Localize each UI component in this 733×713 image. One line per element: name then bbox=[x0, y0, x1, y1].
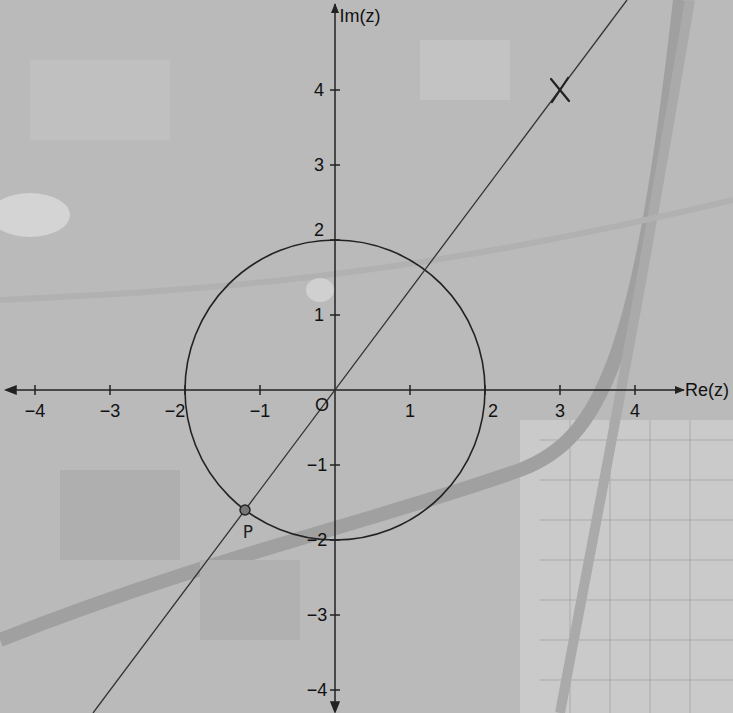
tick-label: 4 bbox=[630, 402, 640, 420]
axis-label: Re(z) bbox=[685, 381, 729, 399]
tick-label: −3 bbox=[100, 402, 121, 420]
point-p bbox=[240, 505, 250, 515]
tick-label: 1 bbox=[405, 402, 415, 420]
tick-label: −4 bbox=[307, 681, 328, 699]
cross-mark bbox=[551, 78, 569, 102]
tick-label: 1 bbox=[314, 306, 324, 324]
tick-label: 2 bbox=[314, 221, 324, 239]
tick-label: 3 bbox=[314, 156, 324, 174]
half-line-locus bbox=[93, 0, 627, 713]
tick-label: −1 bbox=[307, 456, 328, 474]
tick-label: 3 bbox=[555, 402, 565, 420]
tick-label: −2 bbox=[165, 402, 186, 420]
tick-label: −3 bbox=[307, 606, 328, 624]
tick-label: 4 bbox=[314, 81, 324, 99]
axes bbox=[6, 4, 684, 712]
origin-label: O bbox=[315, 396, 329, 414]
tick-label: −4 bbox=[25, 402, 46, 420]
point-label: P bbox=[243, 524, 253, 541]
tick-label: −2 bbox=[307, 531, 328, 549]
axis-label: Im(z) bbox=[340, 7, 381, 25]
tick-label: −1 bbox=[250, 402, 271, 420]
tick-label: 2 bbox=[488, 402, 498, 420]
